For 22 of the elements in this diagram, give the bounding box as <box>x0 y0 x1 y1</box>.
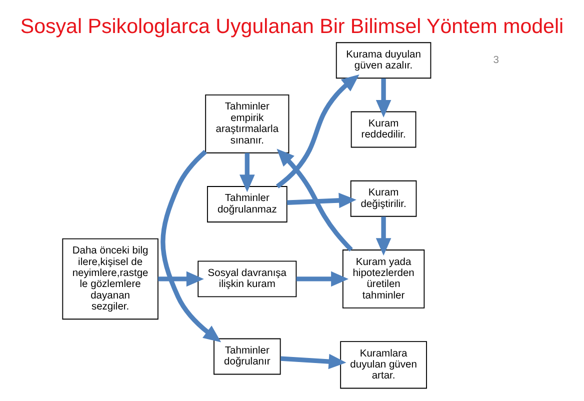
node-box: Kuramlara duyulan güven artar. <box>340 341 427 389</box>
node-box: Kurama duyulan güven azalır. <box>336 42 432 79</box>
diagram-title: Sosyal Psikologlarca Uygulanan Bir Bilimsel Yöntem modeli <box>20 14 564 38</box>
arrow <box>376 78 392 118</box>
arrow <box>158 271 204 287</box>
arrow <box>240 152 255 192</box>
node-box: Kuram reddedilir. <box>350 111 416 148</box>
arrow <box>376 216 392 256</box>
arrow <box>280 354 346 370</box>
node-box: Daha önceki bilgilere,kişisel deneyimlere,rastgele gözlemlere dayanan sezgiler. <box>62 238 158 320</box>
node-box: Kuram yada hipotezlerden üretilen tahminler <box>342 250 425 308</box>
arrow <box>296 271 349 287</box>
node-box: Tahminler empirik araştırmalarla sınanır. <box>205 94 290 154</box>
node-box: Tahminler doğrulanmaz <box>207 186 288 222</box>
node-box: Tahminler doğrulanır <box>214 338 281 375</box>
node-box: Sosyal davranışa ilişkin kuram <box>198 260 297 298</box>
arrow <box>276 74 360 188</box>
arrow <box>160 150 222 342</box>
node-box: Kuram değiştirilir. <box>350 180 417 217</box>
arrow <box>286 192 356 208</box>
arrow <box>276 148 353 252</box>
label: 3 <box>493 54 499 66</box>
